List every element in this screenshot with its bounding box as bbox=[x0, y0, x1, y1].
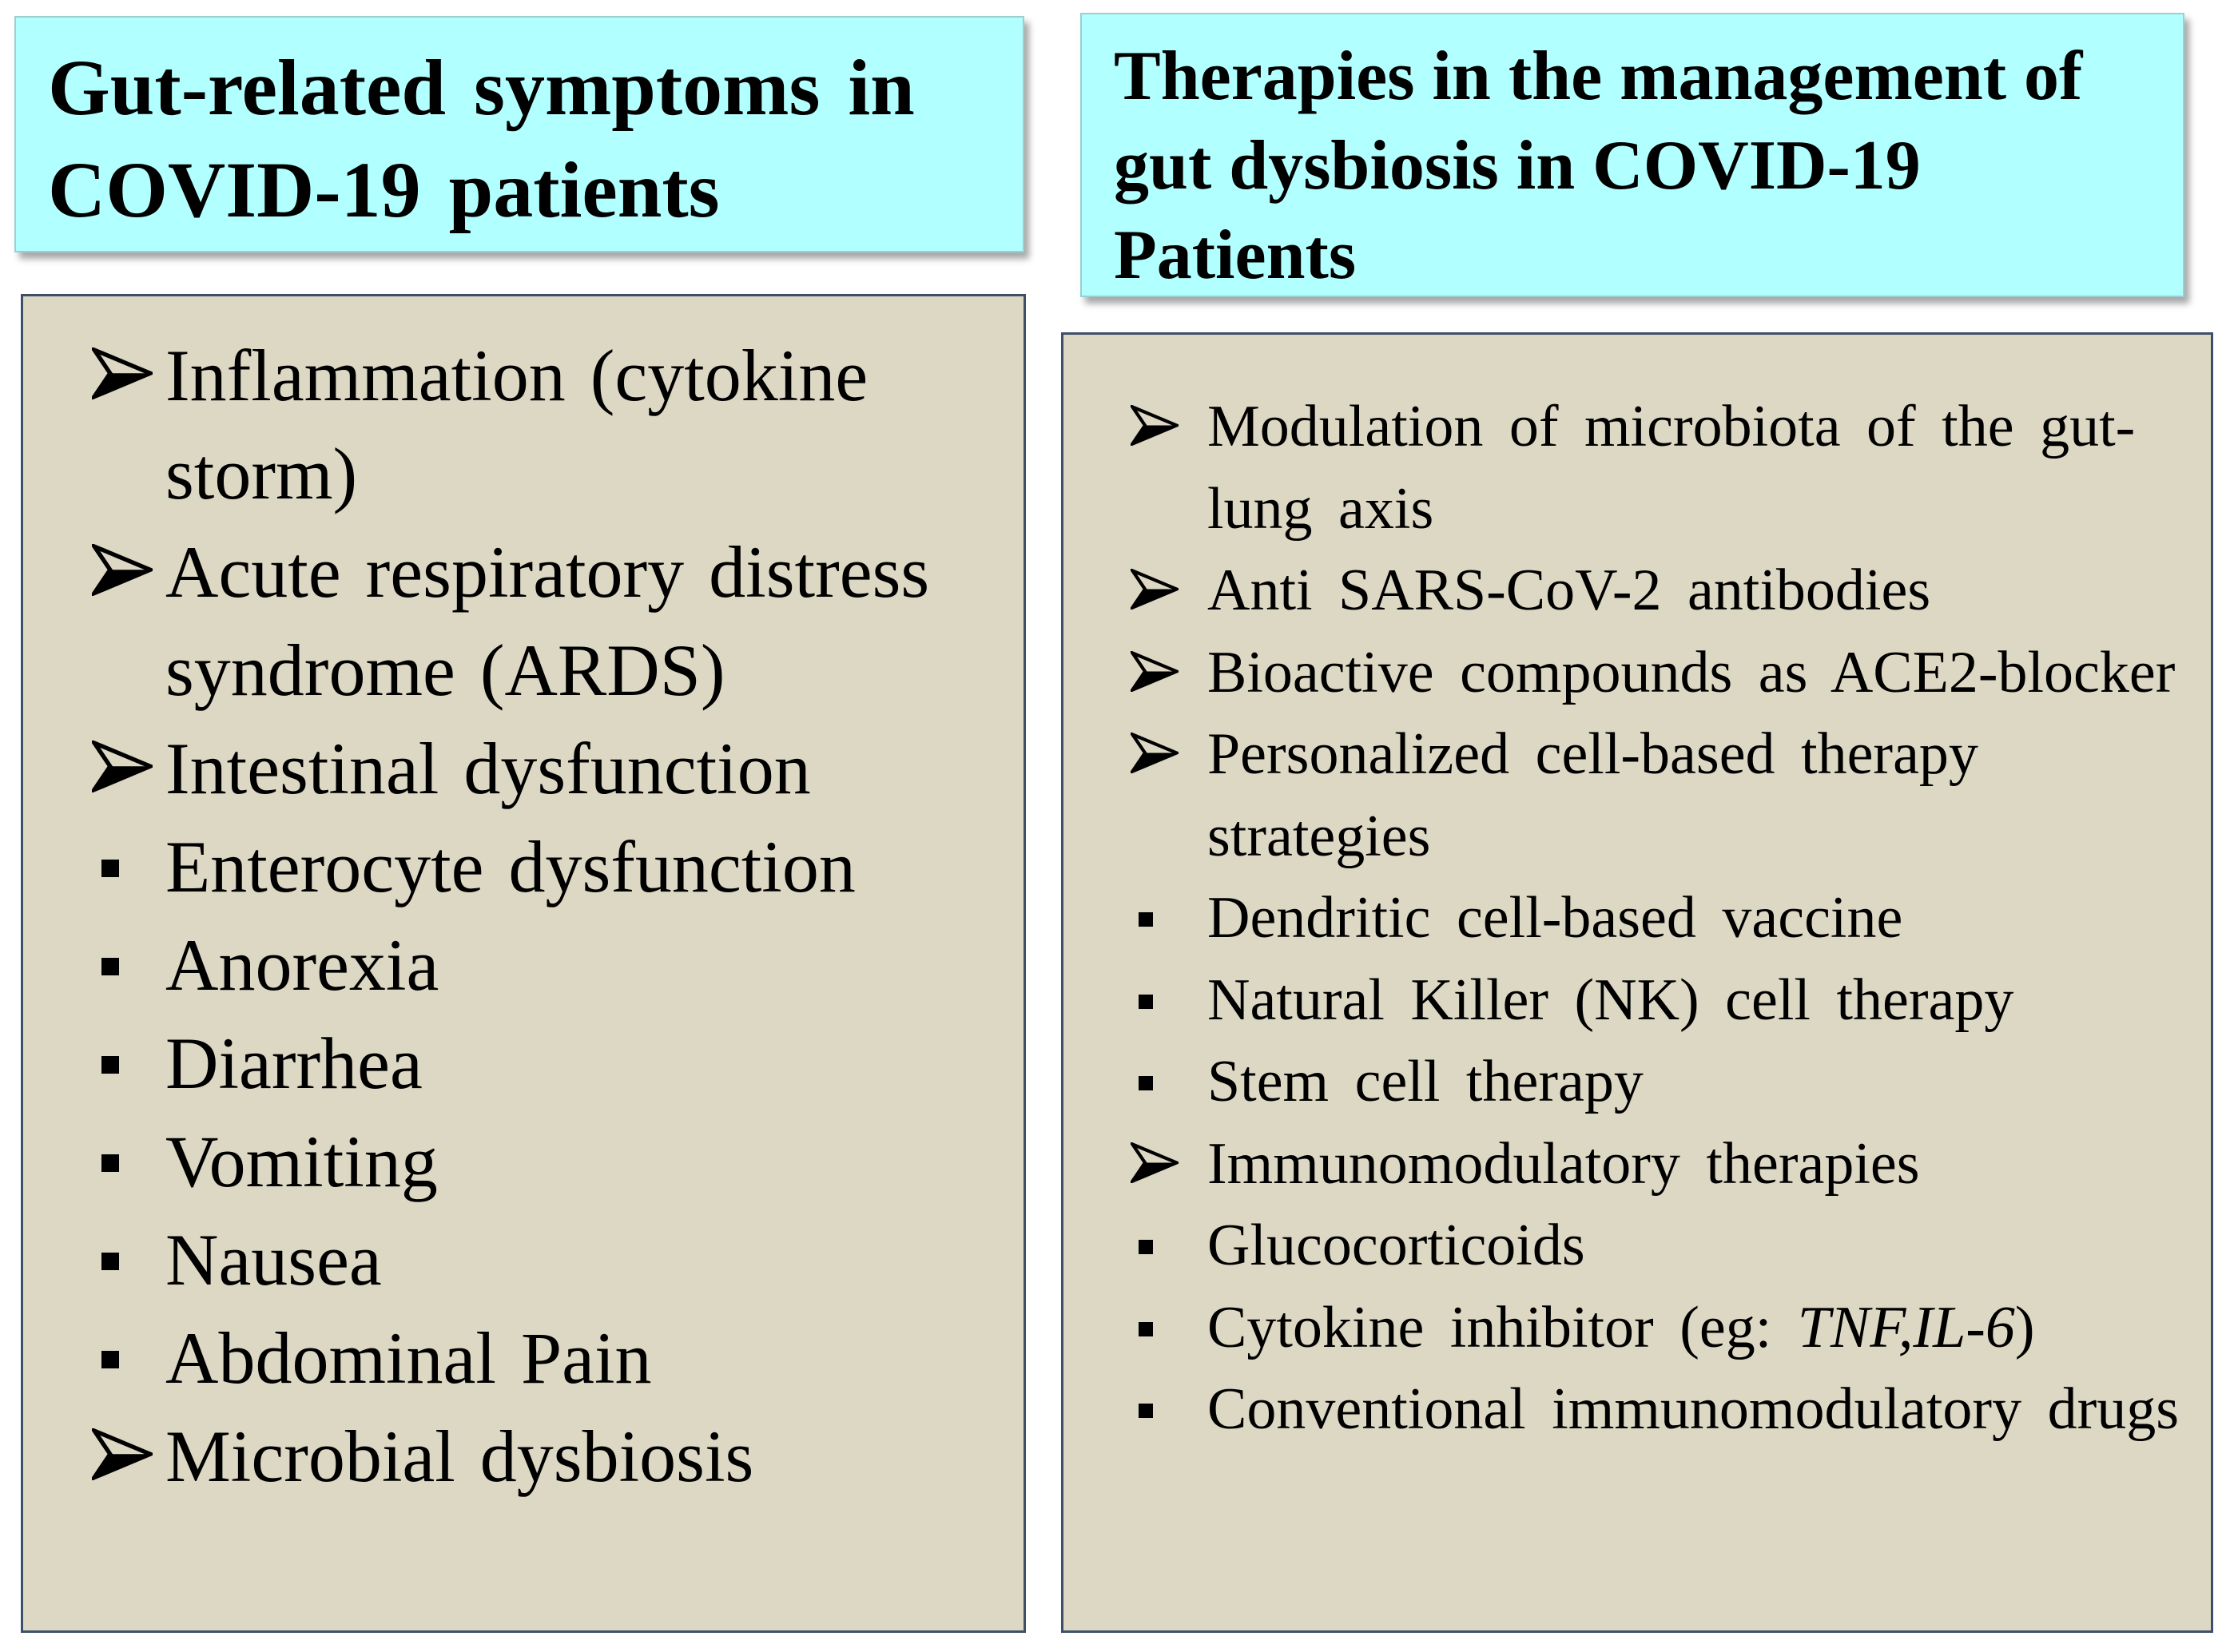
list-item: Modulation of microbiota of the gut-lung… bbox=[1131, 386, 2179, 550]
list-item-text: Anti SARS-CoV-2 antibodies bbox=[1207, 558, 1930, 623]
list-item-label: Acute respiratory distress syndrome (ARD… bbox=[165, 531, 930, 711]
list-item: Diarrhea bbox=[92, 1015, 992, 1113]
list-item: Abdominal Pain bbox=[92, 1309, 992, 1408]
therapies-header: Therapies in the management of gut dysbi… bbox=[1080, 13, 2184, 297]
list-item: Anti SARS-CoV-2 antibodies bbox=[1131, 550, 2179, 632]
list-item-text: Modulation of microbiota of the gut-lung… bbox=[1207, 394, 2135, 542]
arrow-bullet-icon bbox=[1131, 405, 1179, 446]
list-item-text: Nausea bbox=[165, 1219, 382, 1301]
list-item-label: Glucocorticoids bbox=[1207, 1213, 1585, 1278]
arrow-bullet-icon bbox=[92, 741, 153, 792]
list-item: Intestinal dysfunction bbox=[92, 720, 992, 818]
list-item: Nausea bbox=[92, 1211, 992, 1309]
list-item-text: Personalized cell-based therapy strategi… bbox=[1207, 721, 1978, 869]
list-item-text: Bioactive compounds as ACE2-blocker bbox=[1207, 640, 2175, 705]
list-item-text: Vomiting bbox=[165, 1121, 438, 1202]
therapies-panel: Modulation of microbiota of the gut-lung… bbox=[1061, 332, 2213, 1633]
therapies-list: Modulation of microbiota of the gut-lung… bbox=[1131, 386, 2179, 1451]
list-item-label: Modulation of microbiota of the gut-lung… bbox=[1207, 394, 2136, 542]
list-item: Personalized cell-based therapy strategi… bbox=[1131, 713, 2179, 877]
list-item-text: Acute respiratory distress syndrome (ARD… bbox=[165, 531, 929, 711]
list-item-label: Bioactive compounds as ACE2-blocker bbox=[1207, 639, 2176, 705]
list-item-label: Intestinal dysfunction bbox=[165, 728, 811, 809]
list-item-text: Abdominal Pain bbox=[165, 1317, 652, 1399]
list-item-text: Conventional immunomodulatory drugs bbox=[1207, 1376, 2179, 1442]
list-item-label: Anti SARS-CoV-2 antibodies bbox=[1207, 558, 1931, 623]
list-item-label: Anorexia bbox=[165, 924, 439, 1006]
list-item: Conventional immunomodulatory drugs bbox=[1131, 1368, 2179, 1451]
list-item: Vomiting bbox=[92, 1113, 992, 1211]
arrow-bullet-icon bbox=[92, 1428, 153, 1480]
list-item: Microbial dysbiosis bbox=[92, 1408, 992, 1506]
therapies-title: Therapies in the management of gut dysbi… bbox=[1114, 38, 2083, 294]
list-item: Anorexia bbox=[92, 916, 992, 1015]
list-item: Cytokine inhibitor (eg: TNF,IL-6) bbox=[1131, 1287, 2179, 1369]
list-item-text: Enterocyte dysfunction bbox=[165, 826, 856, 907]
symptoms-panel: Inflammation (cytokine storm)Acute respi… bbox=[21, 294, 1026, 1633]
list-item: Glucocorticoids bbox=[1131, 1205, 2179, 1287]
list-item: Bioactive compounds as ACE2-blocker bbox=[1131, 632, 2179, 714]
list-item-text: Natural Killer (NK) cell therapy bbox=[1207, 967, 2013, 1033]
list-item-text: Microbial dysbiosis bbox=[165, 1416, 753, 1497]
symptoms-header: Gut-related symptoms in COVID-19 patient… bbox=[14, 16, 1024, 252]
list-item-suffix: ) bbox=[2014, 1294, 2035, 1360]
arrow-bullet-icon bbox=[1131, 733, 1179, 773]
list-item-label: Microbial dysbiosis bbox=[165, 1416, 754, 1497]
arrow-bullet-icon bbox=[92, 544, 153, 596]
list-item-text: Dendritic cell-based vaccine bbox=[1207, 885, 1902, 951]
list-item: Stem cell therapy bbox=[1131, 1041, 2179, 1123]
list-item-label: Cytokine inhibitor (eg: bbox=[1207, 1294, 1798, 1360]
list-item-label: Abdominal Pain bbox=[165, 1317, 652, 1399]
list-item-label: Immunomodulatory therapies bbox=[1207, 1130, 1920, 1197]
list-item-text: Immunomodulatory therapies bbox=[1207, 1131, 1920, 1197]
list-item-text: Inflammation (cytokine storm) bbox=[165, 335, 868, 514]
list-item-label: Diarrhea bbox=[165, 1023, 423, 1104]
list-item: Enterocyte dysfunction bbox=[92, 818, 992, 916]
list-item-text: Anorexia bbox=[165, 924, 439, 1006]
list-item-label: Nausea bbox=[165, 1219, 382, 1301]
list-item: Dendritic cell-based vaccine bbox=[1131, 877, 2179, 959]
list-item-label: Enterocyte dysfunction bbox=[165, 826, 856, 907]
list-item-label: Conventional immunomodulatory drugs bbox=[1207, 1376, 2180, 1442]
list-item-label: Natural Killer (NK) cell therapy bbox=[1207, 967, 2014, 1033]
list-item-text: Glucocorticoids bbox=[1207, 1213, 1585, 1278]
list-item: Immunomodulatory therapies bbox=[1131, 1123, 2179, 1205]
list-item-text: Cytokine inhibitor (eg: TNF,IL-6) bbox=[1207, 1295, 2035, 1360]
symptoms-list: Inflammation (cytokine storm)Acute respi… bbox=[92, 327, 992, 1506]
list-item-label: Personalized cell-based therapy strategi… bbox=[1207, 721, 1978, 869]
list-item-text: Diarrhea bbox=[165, 1023, 423, 1104]
list-item: Inflammation (cytokine storm) bbox=[92, 327, 992, 523]
list-item-label: Vomiting bbox=[165, 1121, 438, 1202]
arrow-bullet-icon bbox=[1131, 650, 1179, 692]
list-item-label: Inflammation (cytokine storm) bbox=[165, 335, 869, 514]
arrow-bullet-icon bbox=[1131, 1142, 1179, 1183]
list-item-label: Stem cell therapy bbox=[1207, 1049, 1644, 1114]
list-item-italic: TNF,IL-6 bbox=[1797, 1294, 2015, 1360]
list-item: Acute respiratory distress syndrome (ARD… bbox=[92, 523, 992, 720]
arrow-bullet-icon bbox=[1131, 569, 1179, 610]
list-item-text: Intestinal dysfunction bbox=[165, 728, 811, 809]
list-item-text: Stem cell therapy bbox=[1207, 1049, 1644, 1114]
arrow-bullet-icon bbox=[92, 347, 153, 399]
list-item: Natural Killer (NK) cell therapy bbox=[1131, 959, 2179, 1042]
symptoms-title: Gut-related symptoms in COVID-19 patient… bbox=[48, 43, 915, 234]
list-item-label: Dendritic cell-based vaccine bbox=[1207, 885, 1903, 951]
